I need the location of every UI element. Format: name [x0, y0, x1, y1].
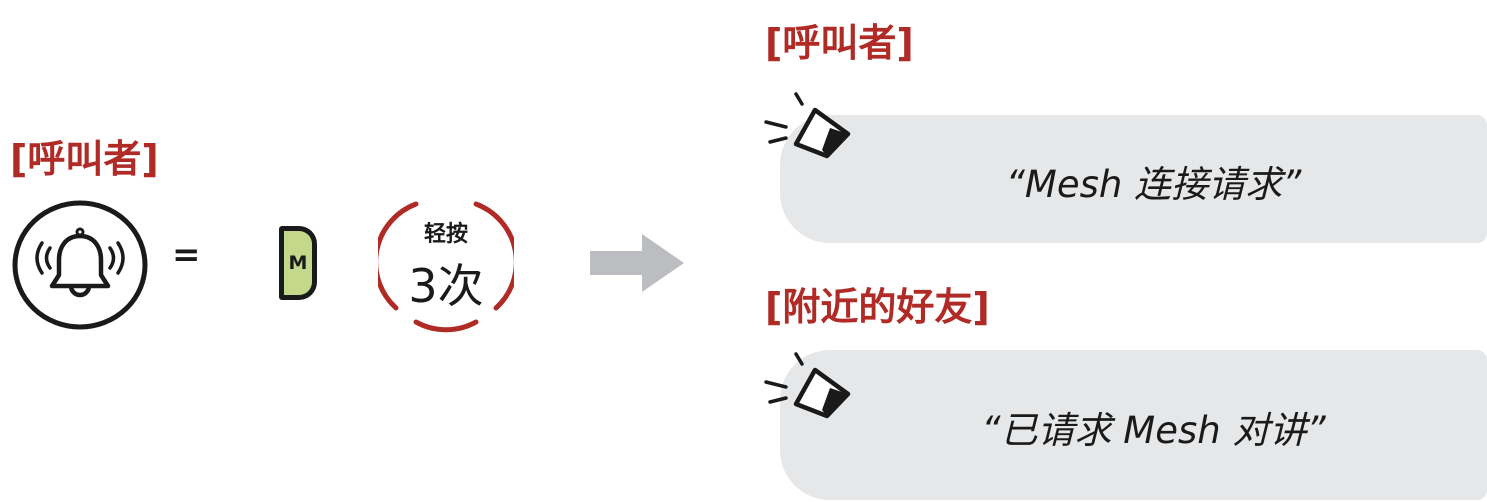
bell-ringing-icon — [10, 200, 150, 330]
equals-sign: = — [172, 235, 201, 275]
press-action-label: 轻按 — [423, 222, 468, 247]
caller-voice-label: [呼叫者] — [765, 21, 914, 65]
press-count-indicator: 轻按 3次 — [378, 188, 514, 334]
friends-voice-prompt: “已请求 Mesh 对讲” — [981, 409, 1326, 452]
m-button: M — [279, 226, 317, 300]
caller-label: [呼叫者] — [10, 137, 159, 181]
m-button-label: M — [288, 252, 308, 274]
arrow-right-icon — [590, 234, 684, 296]
caller-voice-prompt: “Mesh 连接请求” — [1005, 163, 1302, 206]
speaker-icon — [760, 352, 860, 436]
caller-voice-bubble: “Mesh 连接请求” — [780, 115, 1487, 243]
friends-voice-bubble: “已请求 Mesh 对讲” — [780, 350, 1487, 500]
press-count-label: 3次 — [408, 259, 484, 313]
speaker-icon — [760, 92, 860, 176]
nearby-friends-label: [附近的好友] — [765, 285, 990, 329]
